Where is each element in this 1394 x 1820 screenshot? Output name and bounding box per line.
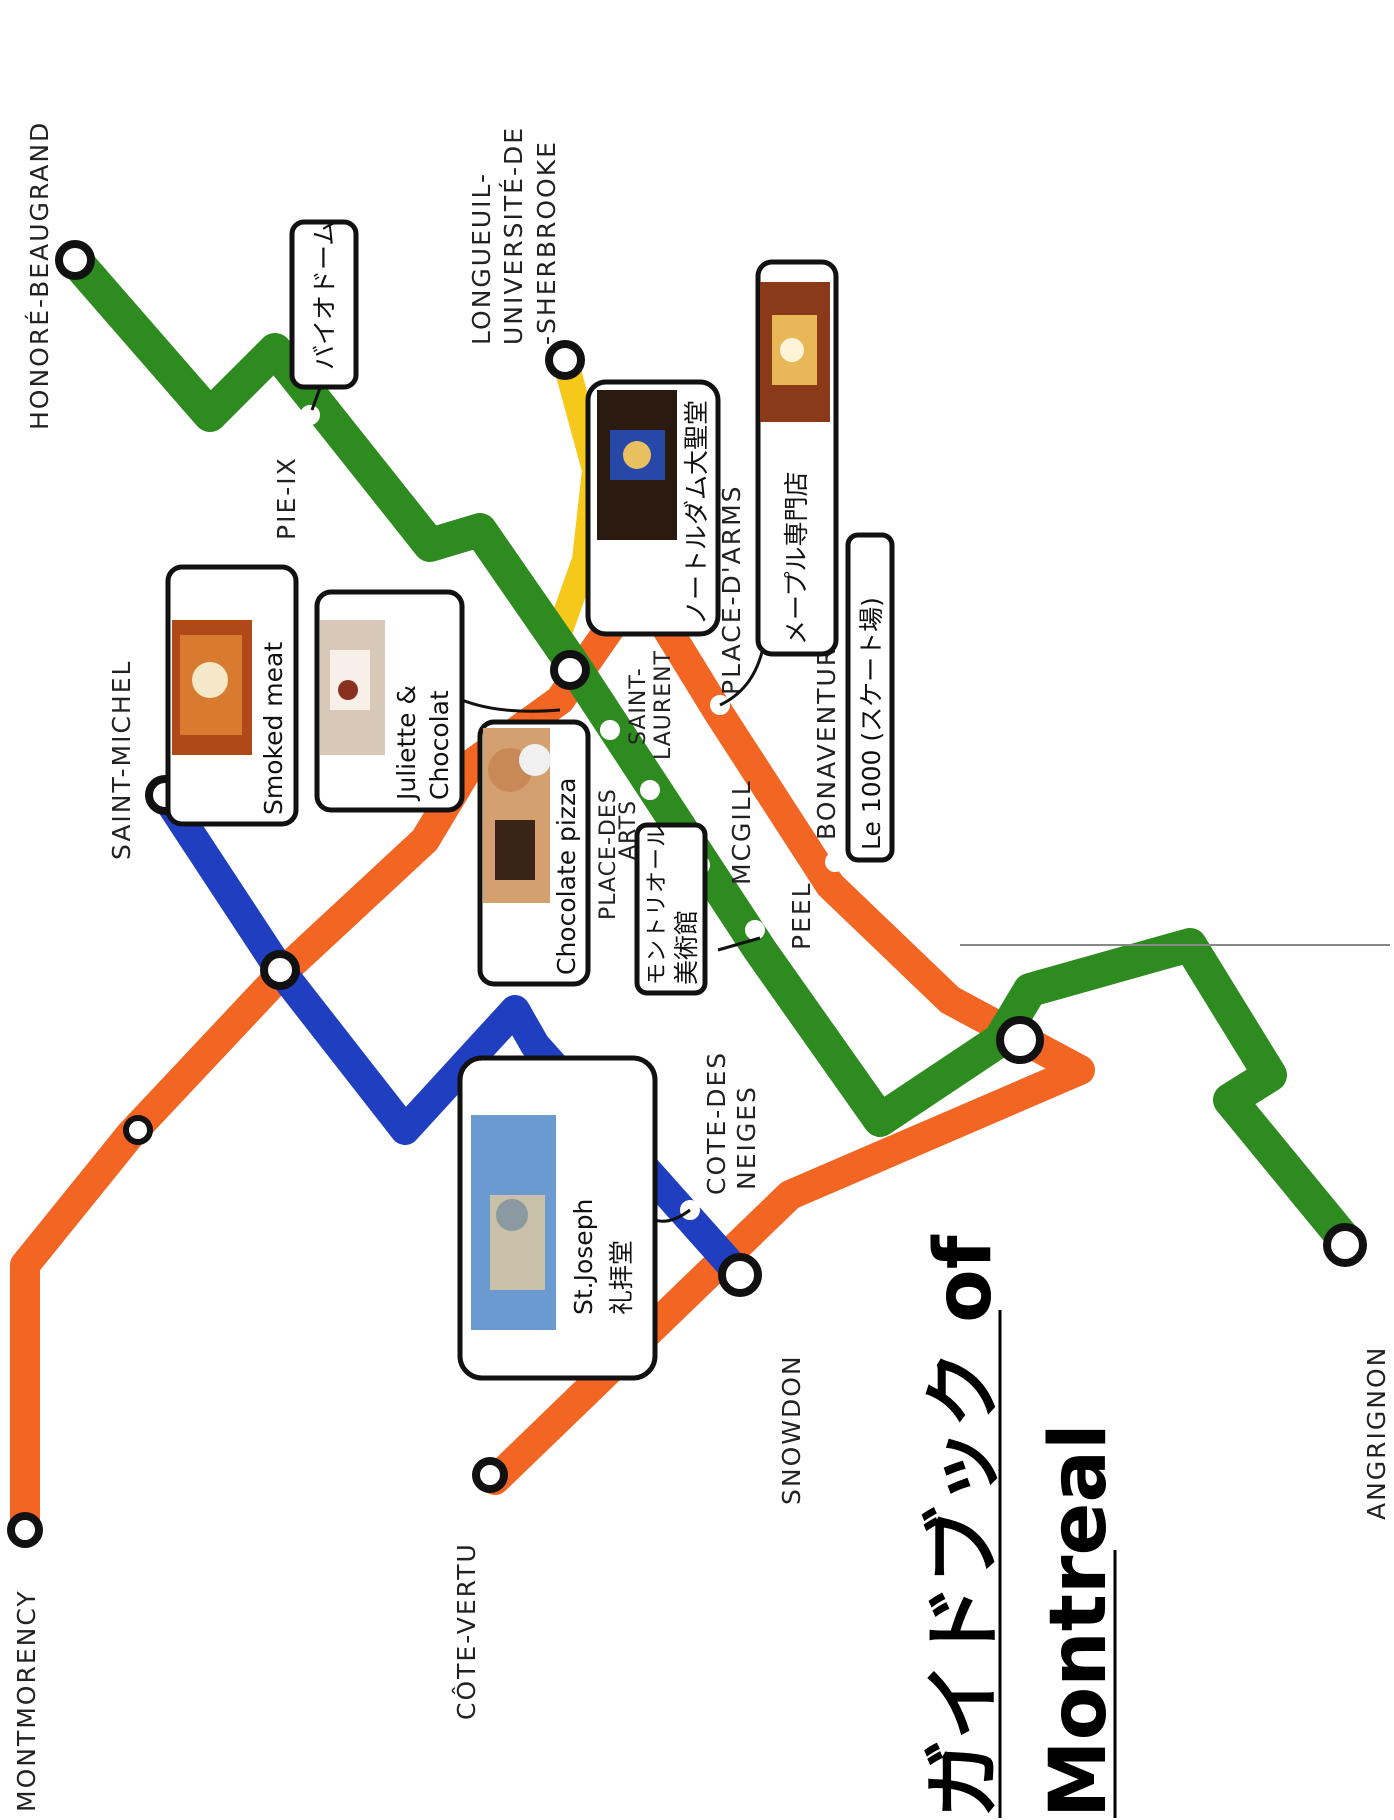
stop-bonaventure[interactable] bbox=[825, 852, 845, 872]
note-smoked-meat-text: Smoked meat bbox=[259, 642, 288, 815]
note-st-joseph-text-2: 礼拝堂 bbox=[607, 1240, 636, 1315]
label-cote-des-neiges-2: NEIGES bbox=[732, 1085, 761, 1190]
note-juliette-text-1: Juliette & bbox=[392, 685, 421, 802]
note-st-joseph-text-1: St.Joseph bbox=[569, 1199, 598, 1315]
label-honore-beaugrand: HONORÉ-BEAUGRAND bbox=[25, 121, 54, 430]
label-place-des-arts-1: PLACE-DES bbox=[596, 788, 621, 920]
note-museum[interactable]: モントリオール 美術館 bbox=[634, 822, 761, 996]
annotations: バイオドーム ノートルダム大聖堂 メープル専門店 Le 1000 (スケート場) bbox=[165, 219, 895, 1381]
stop-pie-ix[interactable] bbox=[300, 405, 320, 425]
label-montmorency: MONTMORENCY bbox=[12, 1589, 41, 1812]
station-honore-beaugrand[interactable] bbox=[55, 240, 95, 280]
label-cote-vertu: CÔTE-VERTU bbox=[451, 1542, 481, 1720]
label-saint-laurent-2: LAURENT bbox=[651, 650, 676, 760]
station-berri-uqam[interactable] bbox=[550, 650, 590, 690]
station-angrignon[interactable] bbox=[1323, 1223, 1367, 1267]
label-cote-des-neiges-1: COTE-DES bbox=[702, 1051, 731, 1195]
note-biodome-text: バイオドーム bbox=[310, 221, 339, 370]
label-pie-ix: PIE-IX bbox=[272, 456, 301, 540]
note-juliette-text-2: Chocolat bbox=[425, 690, 454, 800]
stop-saint-laurent[interactable] bbox=[600, 720, 620, 740]
note-le1000-text: Le 1000 (スケート場) bbox=[857, 597, 886, 850]
note-maple-text: メープル専門店 bbox=[782, 471, 811, 645]
stop-peel[interactable] bbox=[745, 920, 765, 940]
label-angrignon: ANGRIGNON bbox=[1362, 1346, 1391, 1520]
note-maple[interactable]: メープル専門店 bbox=[719, 259, 839, 707]
label-mcgill: MCGILL bbox=[727, 779, 756, 885]
title-line-2: Montreal bbox=[1034, 1423, 1124, 1818]
label-peel: PEEL bbox=[787, 881, 816, 950]
label-longueuil-2: UNIVERSITÉ-DE bbox=[499, 126, 528, 345]
note-smoked-meat[interactable]: Smoked meat bbox=[165, 564, 299, 827]
note-choc-pizza-text: Chocolate pizza bbox=[552, 778, 581, 975]
stop-orange-north[interactable] bbox=[123, 1115, 153, 1145]
station-labels: HONORÉ-BEAUGRAND LONGUEUIL- UNIVERSITÉ-D… bbox=[12, 121, 1391, 1812]
station-jean-talon[interactable] bbox=[260, 950, 300, 990]
note-biodome[interactable]: バイオドーム bbox=[289, 219, 359, 411]
label-bonaventure: BONAVENTURE bbox=[812, 629, 841, 840]
note-juliette[interactable]: Juliette & Chocolat bbox=[314, 589, 561, 813]
note-st-joseph[interactable]: St.Joseph 礼拝堂 bbox=[457, 1055, 691, 1381]
label-snowdon: SNOWDON bbox=[777, 1354, 806, 1505]
note-museum-text-2: 美術館 bbox=[672, 910, 701, 985]
title-line-1: ガイドブック of bbox=[919, 1234, 1009, 1818]
note-notre-dame-text: ノートルダム大聖堂 bbox=[682, 400, 711, 625]
label-place-darms: PLACE-D'ARMS bbox=[717, 484, 746, 695]
stop-place-des-arts[interactable] bbox=[640, 780, 660, 800]
station-longueuil[interactable] bbox=[545, 340, 585, 380]
note-notre-dame[interactable]: ノートルダム大聖堂 bbox=[585, 379, 721, 637]
label-longueuil-3: -SHERBROOKE bbox=[532, 140, 561, 345]
note-choc-pizza[interactable]: Chocolate pizza bbox=[477, 719, 591, 987]
label-saint-laurent-1: SAINT- bbox=[626, 667, 651, 745]
note-museum-text-1: モントリオール bbox=[645, 824, 670, 985]
note-le1000[interactable]: Le 1000 (スケート場) bbox=[845, 532, 895, 863]
station-cote-vertu[interactable] bbox=[472, 1457, 508, 1493]
orange-line bbox=[10, 570, 1095, 1545]
station-lionel-groulx[interactable] bbox=[996, 1016, 1044, 1064]
station-montmorency[interactable] bbox=[7, 1512, 43, 1548]
label-longueuil-1: LONGUEUIL- bbox=[467, 172, 496, 345]
map-title: ガイドブック of Montreal bbox=[919, 1234, 1124, 1818]
station-snowdon[interactable] bbox=[718, 1253, 762, 1297]
label-saint-michel: SAINT-MICHEL bbox=[107, 660, 136, 860]
